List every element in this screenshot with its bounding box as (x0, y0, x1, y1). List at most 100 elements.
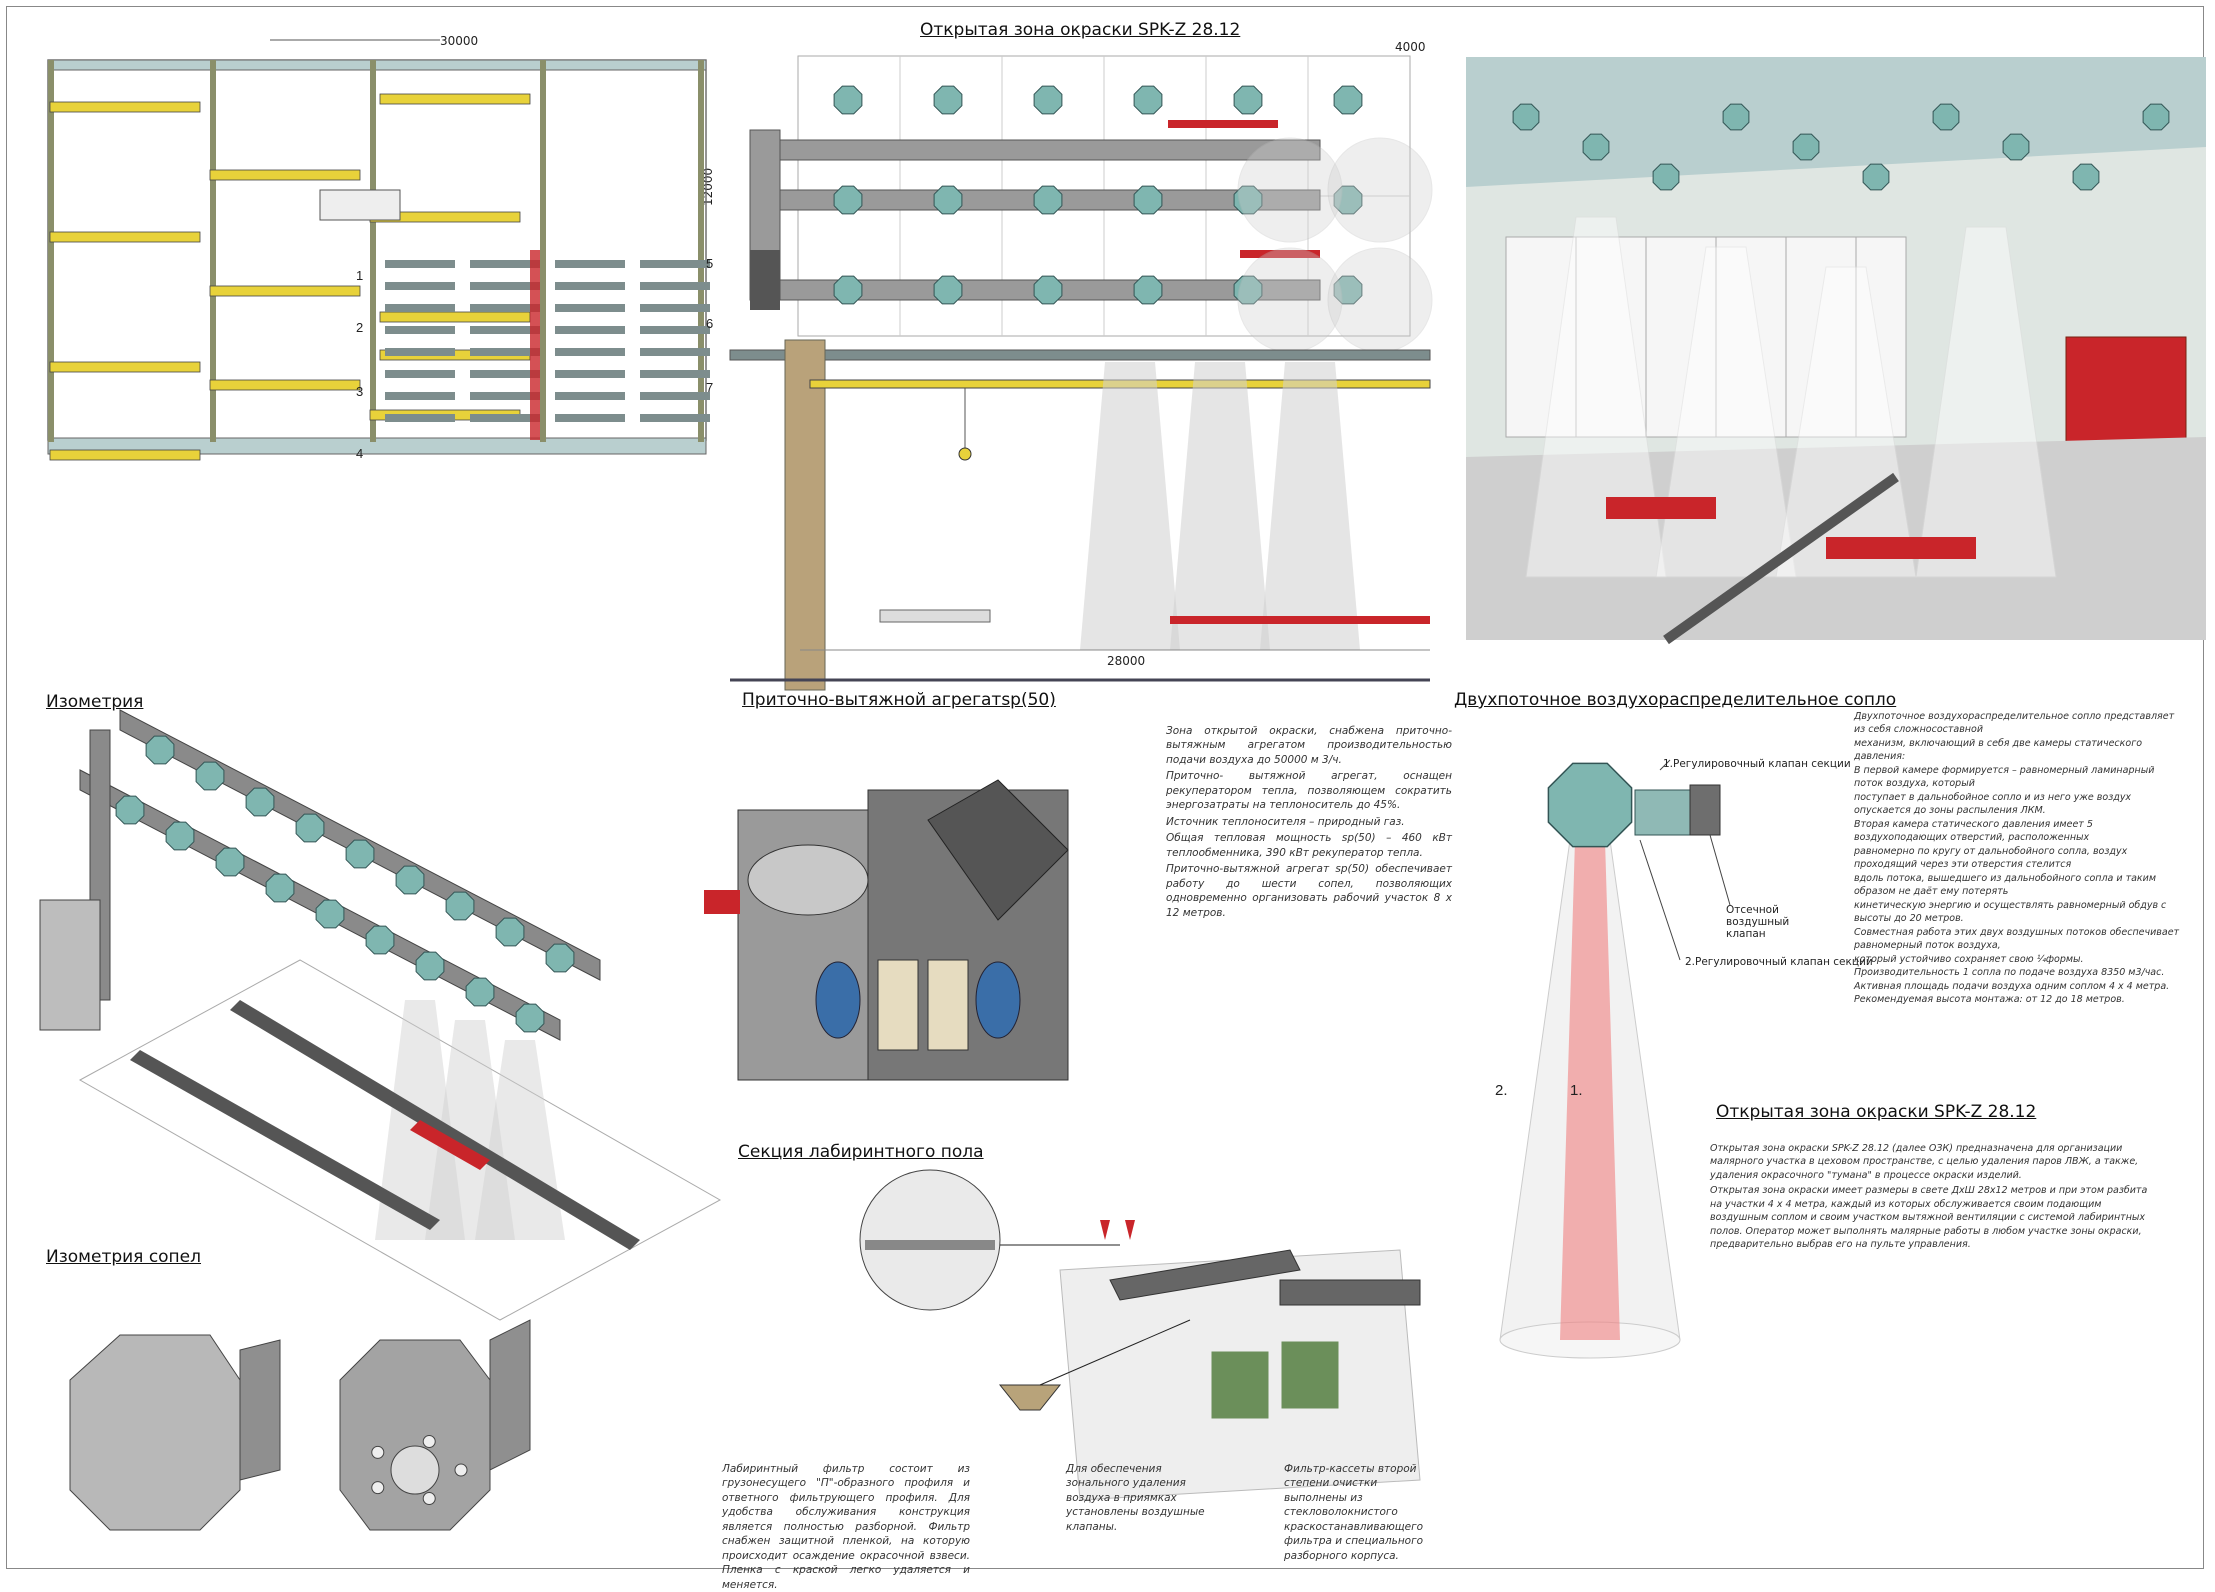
section-duct (729, 349, 1431, 361)
nozzle-top (1333, 85, 1363, 115)
nozzle-3d (1862, 163, 1890, 191)
duct-segment (640, 414, 710, 422)
nozzle-top (833, 185, 863, 215)
iso-cone (425, 1020, 515, 1240)
nozzle-hole (371, 1481, 385, 1495)
plan-row-label-3: 3 (356, 384, 364, 399)
duct-segment (555, 392, 625, 400)
nozzle-heading: Двухпоточное воздухораспределительное со… (1454, 690, 1897, 710)
air-cone (1775, 266, 1917, 578)
filter (877, 959, 919, 1051)
nozzle-top (933, 185, 963, 215)
nozzle-top (1133, 275, 1163, 305)
crane-beam (49, 449, 201, 461)
nozzle-desc-line: механизм, включающий в себя две камеры с… (1854, 737, 2143, 763)
duct-segment (385, 304, 455, 312)
equipment-box (319, 189, 401, 221)
nozzle-desc-line: который устойчиво сохраняет свою ¼формы. (1854, 953, 2084, 965)
crane-beam (209, 379, 361, 391)
duct-segment (555, 414, 625, 422)
unit-desc-line: Зона открытой окраски, снабжена приточно… (1166, 725, 1452, 766)
nozzle-desc-line: В первой камере формируется – равномерны… (1854, 764, 2155, 790)
cassette (1208, 1348, 1272, 1422)
unit-desc-line: Приточно- вытяжной агрегат, оснащен реку… (1166, 770, 1452, 812)
duct-segment (555, 326, 625, 334)
sheet-frame (6, 6, 2204, 1569)
iso-grate (130, 1050, 440, 1230)
nozzle-hole (371, 1445, 385, 1459)
iso-nozzle (265, 873, 295, 903)
nozzle-top (833, 85, 863, 115)
iso-nozzle (415, 951, 445, 981)
duct-segment (555, 348, 625, 356)
inner-jet (1560, 840, 1620, 1340)
callout-line (1659, 759, 1671, 771)
callout-section-valve-1: 1.Регулировочный клапан секции (1663, 758, 1851, 770)
nozzle-top (1233, 85, 1263, 115)
duct-segment (555, 282, 625, 290)
nozzle-top (1233, 275, 1263, 305)
plan-outline (47, 59, 707, 441)
duct-segment (385, 260, 455, 268)
iso-nozzle (445, 891, 475, 921)
iso-nozzle (395, 865, 425, 895)
nozzle-top (1033, 185, 1063, 215)
unit-desc-line: Общая тепловая мощность sp(50) – 460 кВт… (1166, 832, 1452, 859)
duct-segment (470, 414, 540, 422)
fan (815, 961, 861, 1039)
labyrinth-heading: Секция лабиринтного пола (738, 1142, 984, 1162)
grate-top (1109, 1249, 1301, 1301)
shutoff-valve (1689, 784, 1721, 836)
nozzle-desc-line: Рекомендуемая высота монтажа: от 12 до 1… (1854, 994, 2125, 1006)
unit-heading: Приточно-вытяжной агрегатsp(50) (742, 690, 1056, 710)
nozzle-hole (454, 1463, 468, 1477)
nozzle-desc-line: Совместная работа этих двух воздушных по… (1854, 926, 2180, 952)
nozzle-desc-line: поступает в дальнобойное сопло и из него… (1854, 791, 2132, 817)
duct-segment (385, 282, 455, 290)
nozzle-3d (1792, 133, 1820, 161)
column (370, 60, 376, 442)
column (210, 60, 216, 442)
detail-profile (865, 1240, 995, 1250)
iso-nozzle (295, 813, 325, 843)
nozzle-3d (1652, 163, 1680, 191)
duct-run (749, 139, 1321, 161)
nozzle-desc-line: Производительность 1 сопла по подаче воз… (1854, 967, 2165, 979)
duct-segment (640, 260, 710, 268)
nozzle-3d (1582, 133, 1610, 161)
red-duct (1168, 120, 1278, 128)
nozzle-description: Двухпоточное воздухораспределительное со… (1854, 710, 2182, 1007)
air-cone (1525, 216, 1667, 578)
duct-segment (555, 370, 625, 378)
duct-segment (640, 304, 710, 312)
duct-segment (470, 348, 540, 356)
duct-segment (385, 326, 455, 334)
plan-side-label-7: 7 (706, 380, 714, 395)
nozzle-top (933, 85, 963, 115)
nozzle-desc-line: вдоль потока, вышедшего из дальнобойного… (1854, 872, 2157, 898)
unit-desc-line: Приточно-вытяжной агрегат sp(50) обеспеч… (1166, 863, 1452, 919)
callout-section-valve-2: 2.Регулировочный клапан секции (1685, 956, 1873, 968)
support-column (784, 339, 826, 691)
iso-nozzle (245, 787, 275, 817)
iso-red-part (410, 1120, 490, 1170)
iso-nozzle (115, 795, 145, 825)
duct-segment (385, 348, 455, 356)
nozzle-desc-line: равномерно по кругу от дальнобойного соп… (1854, 845, 2128, 871)
main-title: Открытая зона окраски SPK-Z 28.12 (920, 20, 1241, 40)
unit-box (750, 250, 780, 310)
grate-top (1279, 1279, 1421, 1306)
nozzle-3d (1932, 103, 1960, 131)
iso-nozzle (365, 925, 395, 955)
labyrinth-filter-text: Лабиринтный фильтр состоит из грузонесущ… (722, 1463, 970, 1591)
crane-beam (209, 169, 361, 181)
burner-cylinder (747, 844, 869, 916)
red-workpiece (1170, 616, 1430, 624)
air-cone (1260, 362, 1360, 650)
nozzle-3d (2142, 103, 2170, 131)
nozzle-hole (422, 1434, 436, 1448)
dim-plan-width: 30000 (440, 34, 479, 48)
nozzle-3d (2072, 163, 2100, 191)
red-duct (1240, 250, 1320, 258)
zone-heading: Открытая зона окраски SPK-Z 28.12 (1716, 1102, 2037, 1122)
